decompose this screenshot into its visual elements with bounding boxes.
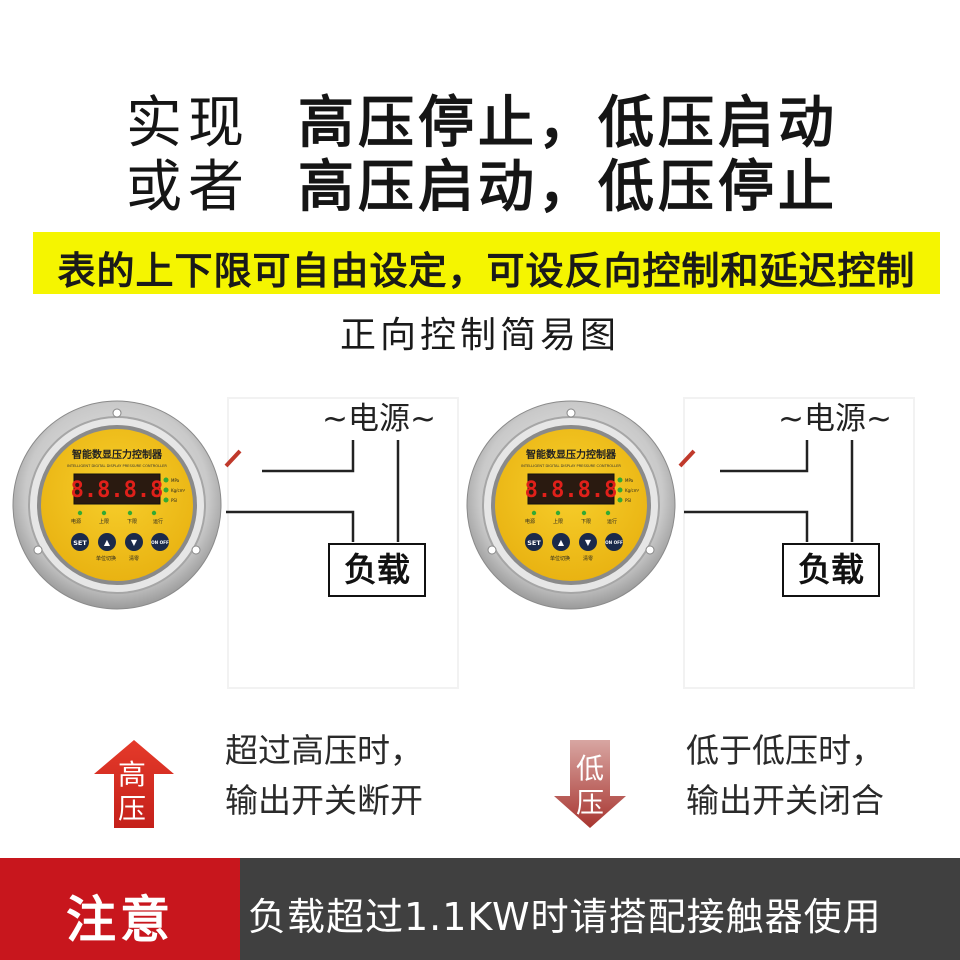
high-desc-line-1: 超过高压时， <box>225 731 423 770</box>
unit-mpa: MPa <box>171 478 180 483</box>
down-button <box>125 533 143 551</box>
diagram-frame-left <box>227 397 459 689</box>
up-button-label: ▲ <box>558 538 565 547</box>
low-arrow-char-1: 低 <box>575 752 604 785</box>
on-off-button-label: ON OFF <box>605 540 623 545</box>
unit-mpa: MPa <box>625 478 634 483</box>
unit-psi: PSI <box>171 498 177 503</box>
led-display: 8.8.8.8 <box>525 478 618 503</box>
wire-left-top <box>262 440 355 473</box>
set-button-label: SET <box>73 539 87 547</box>
notice-label-block: 注意 <box>0 858 240 960</box>
low-desc-line-2: 输出开关闭合 <box>686 781 884 820</box>
set-button <box>525 533 543 551</box>
cable-left <box>224 449 242 468</box>
low-desc-line-1: 低于低压时， <box>686 731 884 770</box>
header-line-1-text: 高压停止，低压启动 <box>298 91 838 156</box>
high-arrow-char-2: 压 <box>117 792 146 825</box>
down-button-label: ▼ <box>585 538 592 547</box>
diagram-subtitle: 正向控制简易图 <box>339 315 620 356</box>
pressure-controller-left: 智能数显压力控制器 INTELLIGENT DIGITAL DISPLAY PR… <box>12 400 222 610</box>
bottom-label-reset: 清零 <box>129 555 139 562</box>
device-title: 智能数显压力控制器 <box>72 448 163 461</box>
set-button <box>71 533 89 551</box>
set-button-label: SET <box>527 539 541 547</box>
device-subtitle: INTELLIGENT DIGITAL DISPLAY PRESSURE CON… <box>67 464 167 468</box>
wiring-diagram <box>224 397 915 689</box>
unit-kgcm: Kg/cm² <box>625 488 640 493</box>
indicator-lower: 下限 <box>581 518 591 525</box>
cable-right <box>678 449 696 468</box>
indicator-lower: 下限 <box>127 518 137 525</box>
low-arrow-char-2: 压 <box>575 786 604 819</box>
power-label-right: ~电源~ <box>778 401 892 437</box>
high-arrow-char-1: 高 <box>117 758 146 791</box>
bottom-label-reset: 清零 <box>583 555 593 562</box>
wire-left-bottom <box>226 510 355 542</box>
highlight-banner: 表的上下限可自由设定，可设反向控制和延迟控制 <box>33 232 940 294</box>
high-pressure-up-arrow-icon <box>94 740 174 828</box>
on-off-button <box>605 533 623 551</box>
on-off-button <box>151 533 169 551</box>
high-desc-line-2: 输出开关断开 <box>225 781 423 820</box>
indicator-upper: 上限 <box>99 518 109 525</box>
banner-text: 表的上下限可自由设定，可设反向控制和延迟控制 <box>57 249 916 293</box>
on-off-button-label: ON OFF <box>151 540 169 545</box>
load-box-right: 负载 <box>782 543 880 597</box>
bottom-label-unit: 单位切换 <box>550 555 570 562</box>
header-line-1-label: 实现 <box>126 91 250 156</box>
load-box-left: 负载 <box>328 543 426 597</box>
low-pressure-down-arrow-icon <box>554 740 626 828</box>
header-line-2-label: 或者 <box>126 155 250 220</box>
unit-psi: PSI <box>625 498 631 503</box>
notice-text-block: 负载超过1.1KW时请搭配接触器使用 <box>240 858 960 960</box>
up-button <box>552 533 570 551</box>
indicator-power: 电源 <box>525 518 535 525</box>
notice-title: 注意 <box>66 891 174 949</box>
down-button-label: ▼ <box>131 538 138 547</box>
indicator-run: 运行 <box>153 518 163 525</box>
notice-text: 负载超过1.1KW时请搭配接触器使用 <box>248 895 882 939</box>
indicator-upper: 上限 <box>553 518 563 525</box>
wire-right-bottom <box>684 510 809 542</box>
led-display: 8.8.8.8 <box>71 478 164 503</box>
down-button <box>579 533 597 551</box>
power-label-left: ~电源~ <box>322 401 436 437</box>
header-line-2-text: 高压启动，低压停止 <box>298 155 838 220</box>
wire-right-top <box>720 440 809 473</box>
pressure-controller-right: 智能数显压力控制器 INTELLIGENT DIGITAL DISPLAY PR… <box>466 400 676 610</box>
indicator-power: 电源 <box>71 518 81 525</box>
bottom-label-unit: 单位切换 <box>96 555 116 562</box>
diagram-frame-right <box>683 397 915 689</box>
up-button <box>98 533 116 551</box>
indicator-run: 运行 <box>607 518 617 525</box>
device-subtitle: INTELLIGENT DIGITAL DISPLAY PRESSURE CON… <box>521 464 621 468</box>
unit-kgcm: Kg/cm² <box>171 488 186 493</box>
device-title: 智能数显压力控制器 <box>526 448 617 461</box>
up-button-label: ▲ <box>104 538 111 547</box>
